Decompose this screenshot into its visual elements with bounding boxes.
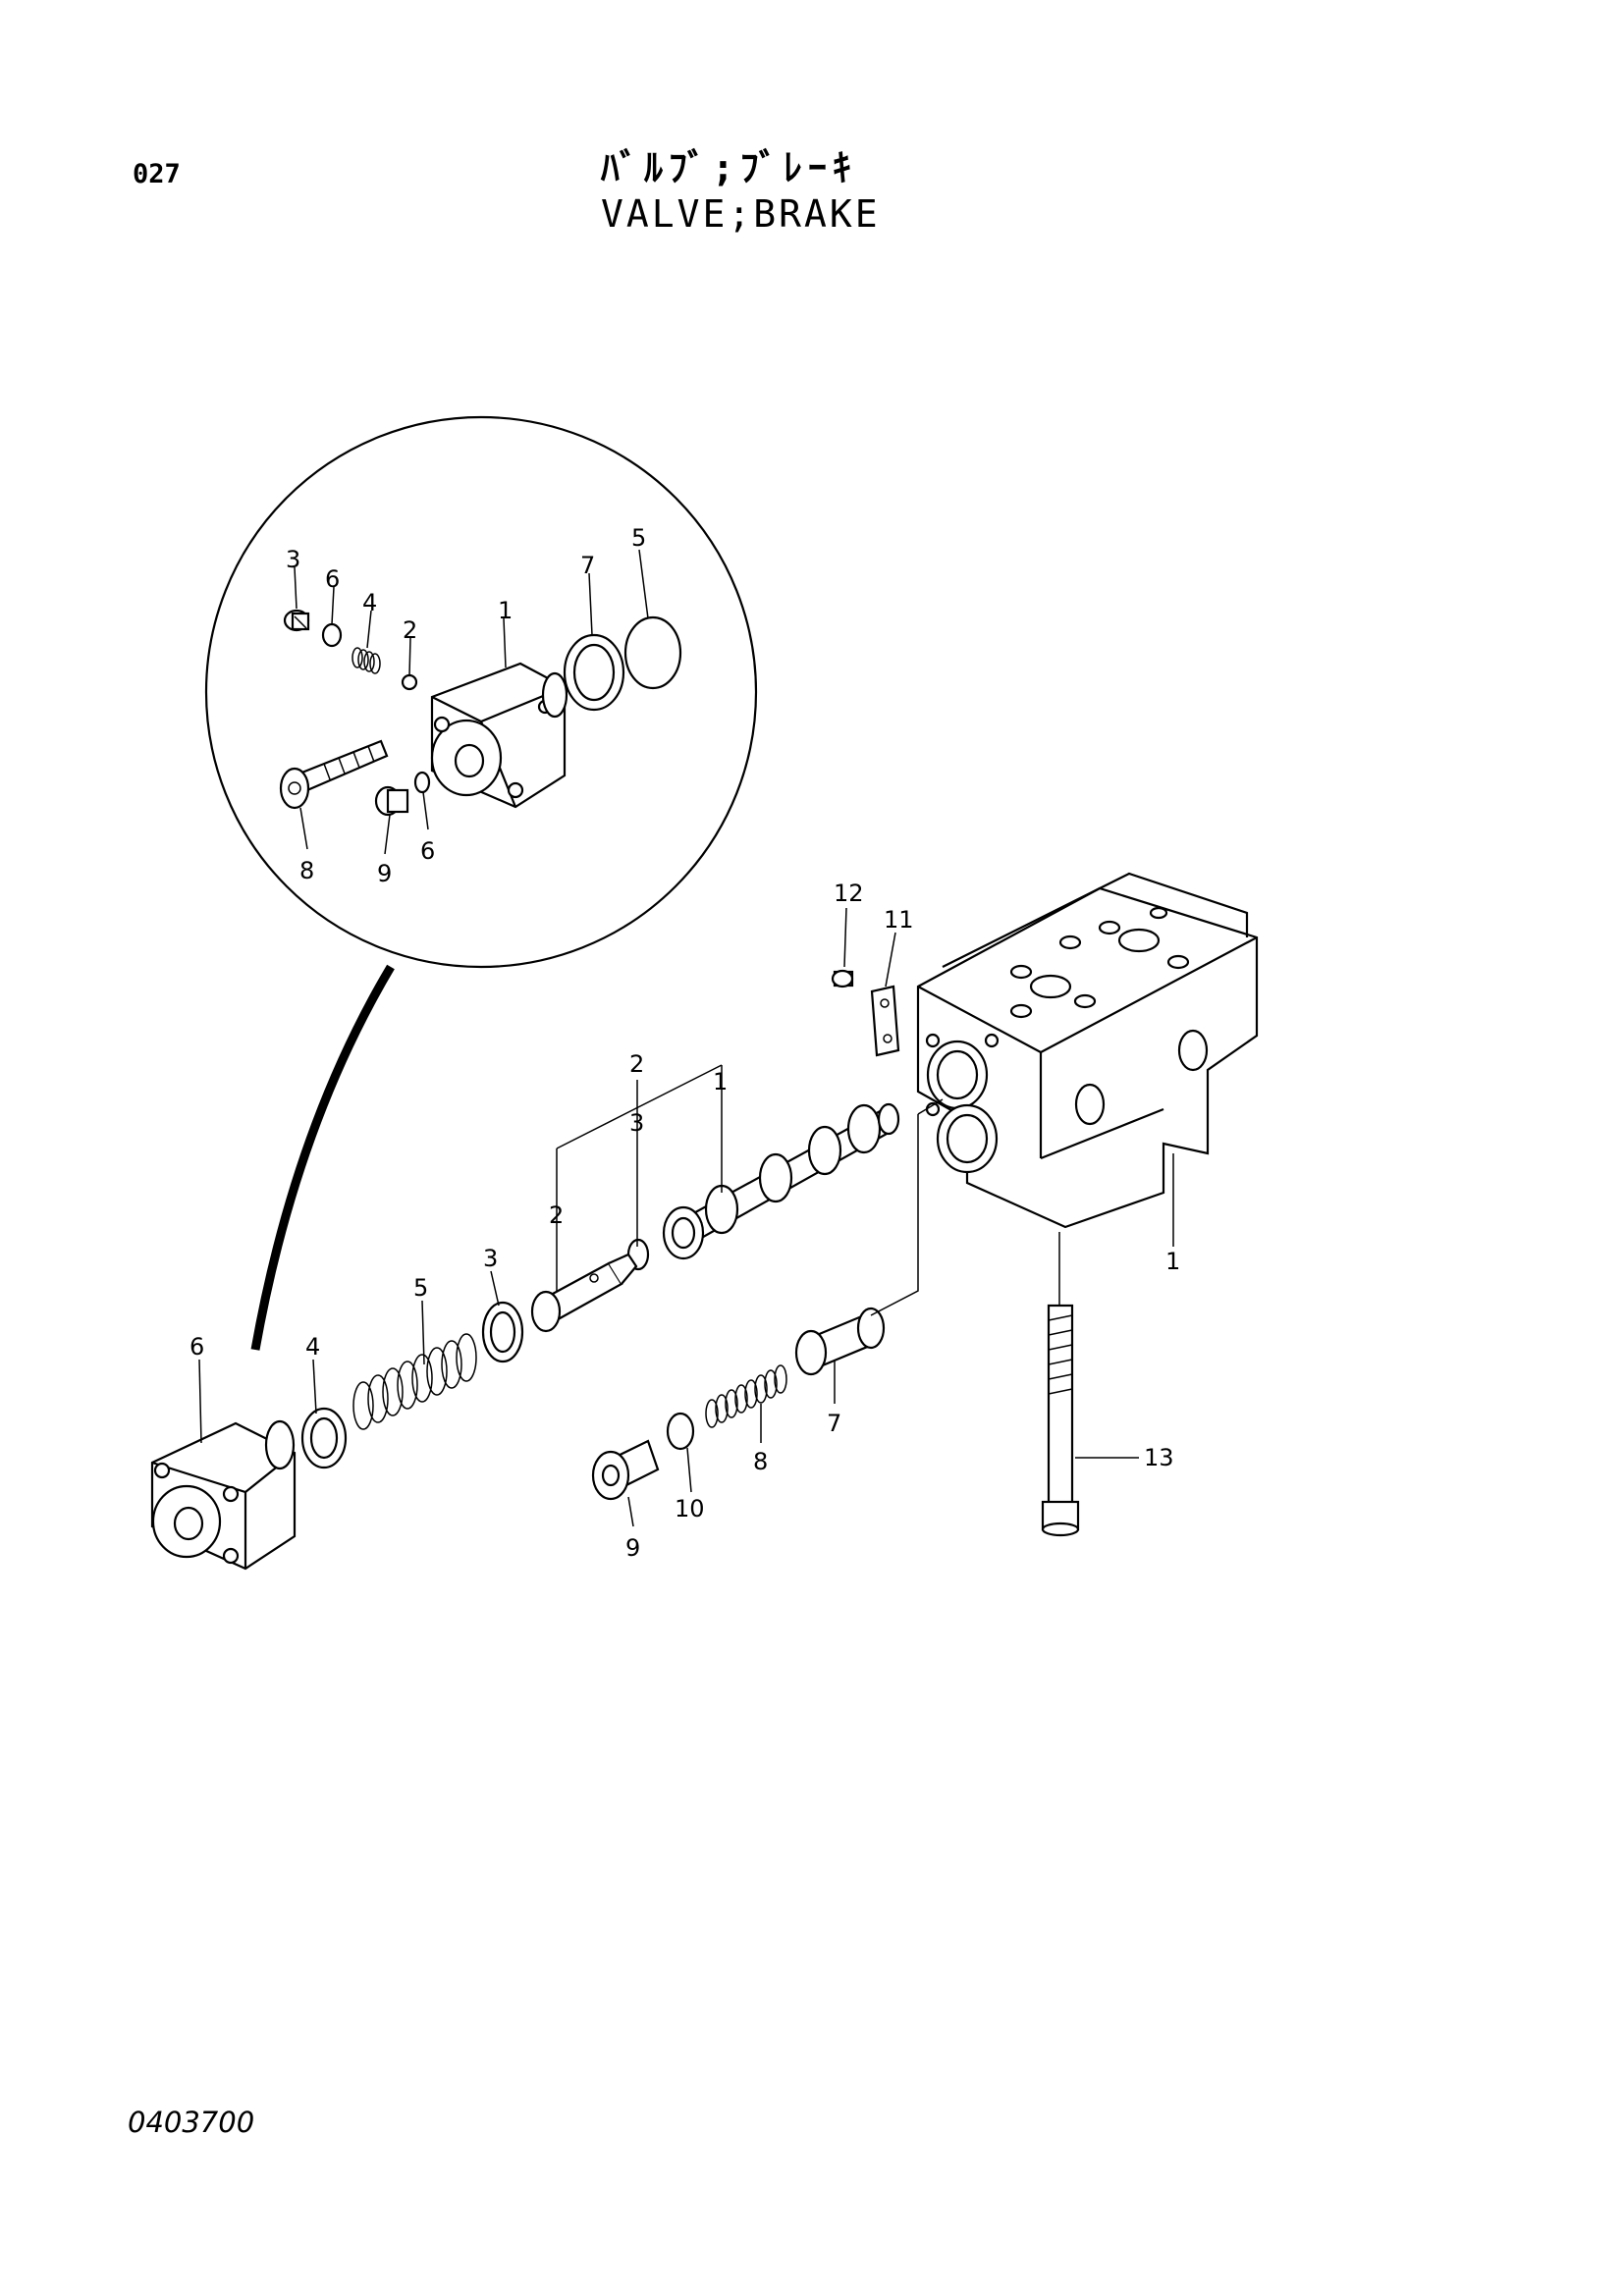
callout-3-top: 3 (629, 1109, 644, 1137)
callout-9-plug: 9 (625, 1534, 640, 1562)
callout-8-spring: 8 (753, 1448, 768, 1475)
o-ring-6-part (321, 622, 343, 648)
detail-leader (250, 964, 395, 1351)
callout-detail-3: 3 (286, 546, 300, 573)
callout-detail-4: 4 (362, 589, 377, 616)
page-title-japanese: ﾊﾞﾙﾌﾞ;ﾌﾞﾚｰｷ (601, 146, 857, 189)
callout-6-cover: 6 (189, 1333, 204, 1361)
cover-1-part (430, 662, 568, 809)
callout-detail-6: 6 (325, 565, 340, 593)
callout-detail-2: 2 (403, 616, 417, 644)
sleeve-7-part (794, 1307, 886, 1376)
ring-4-part (300, 1407, 348, 1469)
callout-2-plunger: 2 (549, 1201, 564, 1229)
callout-1-body: 1 (1165, 1248, 1180, 1275)
o-ring-5-part (623, 615, 682, 690)
spool-1-part (662, 1102, 900, 1260)
detail-inset: 3 6 4 2 1 7 5 8 9 6 (204, 415, 758, 1351)
callout-13-bolt: 13 (1144, 1444, 1174, 1471)
plunger-2-part (530, 1253, 638, 1333)
callout-detail-6-lower: 6 (420, 837, 435, 865)
bolt-8-part (279, 739, 389, 810)
spring-4-part (352, 647, 381, 674)
callout-detail-1: 1 (498, 597, 513, 624)
callout-11: 11 (884, 906, 914, 934)
callout-3-ring: 3 (483, 1245, 498, 1272)
document-id: 0403700 (128, 2106, 255, 2139)
ring-7-part (563, 633, 625, 712)
callout-detail-8: 8 (299, 857, 314, 884)
ball-2-part (401, 673, 418, 691)
ring-3-lower-part (481, 1301, 524, 1363)
callout-detail-5: 5 (631, 524, 646, 552)
page-number: 027 (133, 159, 181, 189)
page-title: VALVE;BRAKE (601, 192, 881, 236)
o-ring-6-lower-part (413, 771, 431, 794)
detail-circle (204, 415, 758, 969)
plug-3-part (283, 609, 310, 632)
callout-detail-7: 7 (580, 552, 595, 579)
screw-12-part (831, 969, 854, 988)
plug-9-main-part (591, 1439, 660, 1501)
callout-detail-9: 9 (377, 860, 392, 887)
spring-8-part (705, 1364, 787, 1428)
spring-5-part (352, 1333, 477, 1430)
bolt-13-part (1041, 1304, 1080, 1537)
callout-7-sleeve: 7 (827, 1410, 841, 1437)
main-assembly: 12 11 2 1 3 2 3 5 6 4 1 7 8 10 9 13 (150, 872, 1259, 1571)
plate-11-part (870, 985, 900, 1057)
callout-2-top: 2 (629, 1050, 644, 1078)
callout-4-ring: 4 (305, 1333, 320, 1361)
callout-10-oring: 10 (675, 1495, 705, 1522)
cover-6-part (150, 1419, 297, 1571)
plug-9-part (374, 785, 409, 817)
callout-5-spring: 5 (413, 1274, 428, 1302)
valve-body-part (916, 872, 1259, 1229)
callout-12: 12 (834, 880, 864, 907)
callout-1-spool: 1 (713, 1068, 728, 1095)
o-ring-10-part (666, 1412, 695, 1451)
